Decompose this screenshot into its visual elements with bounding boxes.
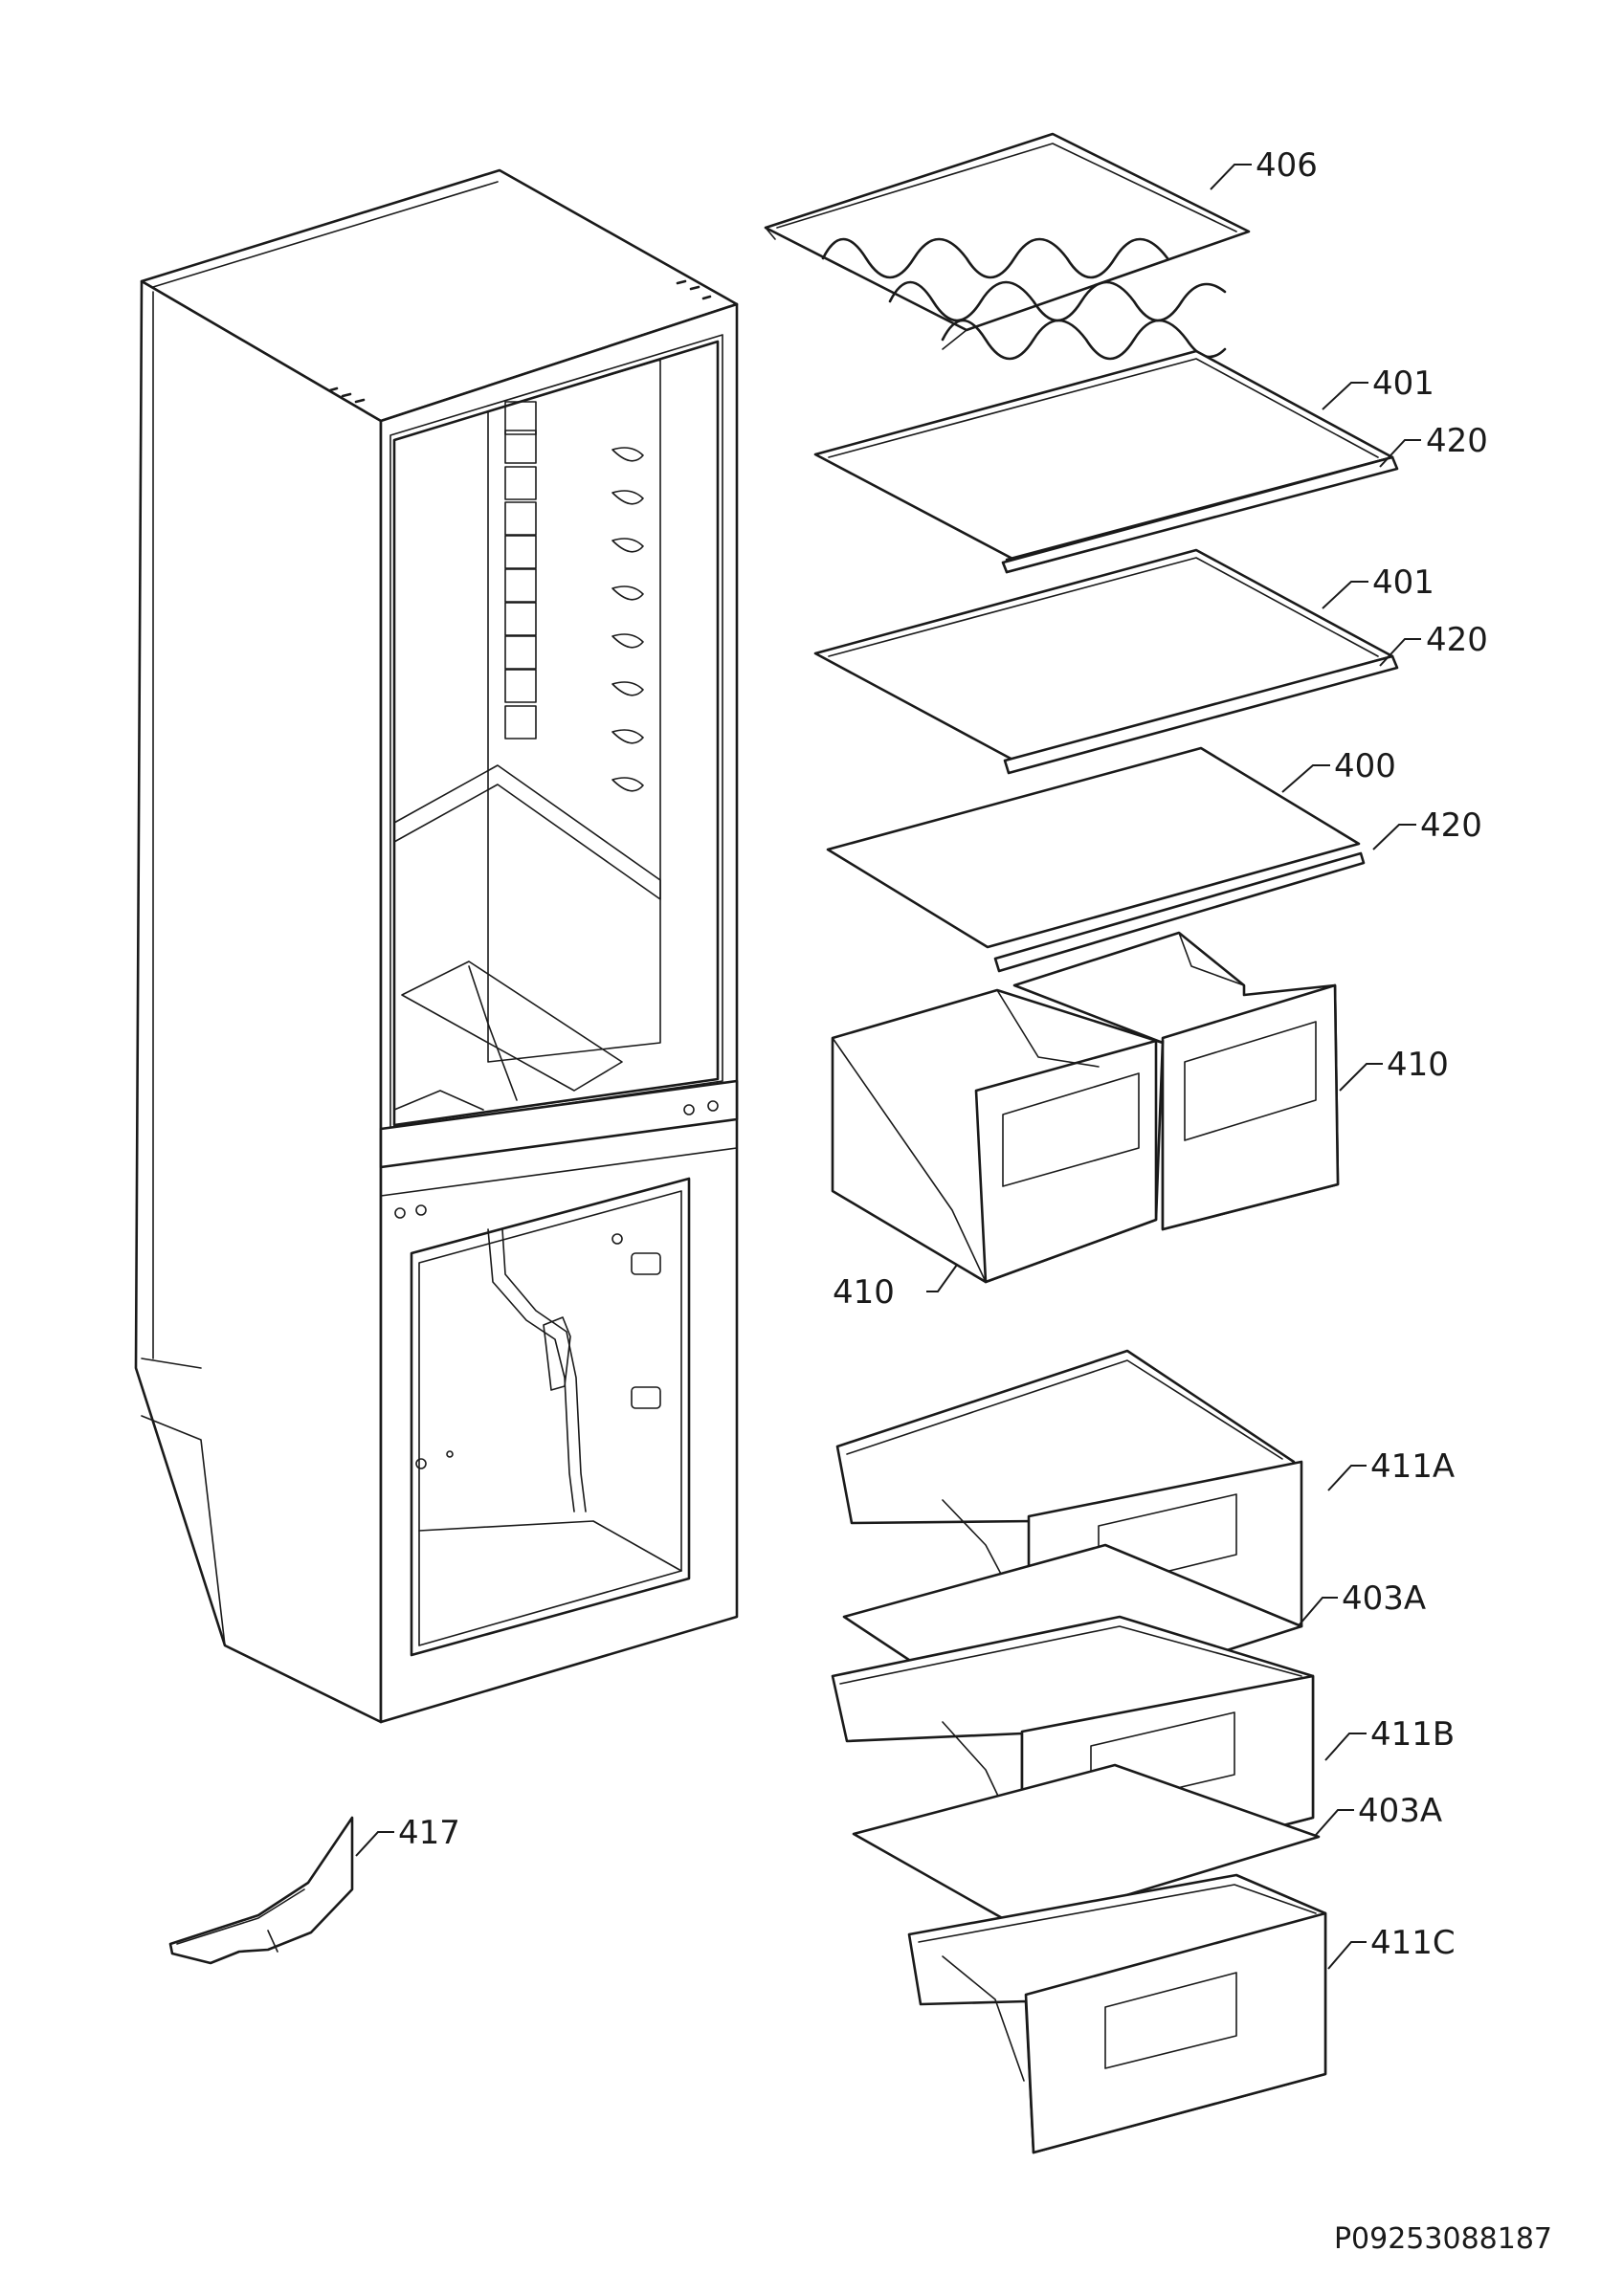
ice-scraper-417 xyxy=(168,1816,354,1965)
label-403A-upper: 403A xyxy=(1342,1579,1426,1618)
label-420-upper: 420 xyxy=(1426,422,1488,460)
shelf-supports xyxy=(504,401,537,740)
crisper-410-left xyxy=(831,988,1165,1284)
label-401-lower: 401 xyxy=(1372,563,1434,602)
label-411A: 411A xyxy=(1370,1447,1455,1486)
label-420-bottom: 420 xyxy=(1420,806,1482,845)
wall-clips xyxy=(611,447,644,792)
divider-plate-403A-lower xyxy=(852,1763,1321,1930)
label-417: 417 xyxy=(398,1814,460,1852)
label-400: 400 xyxy=(1334,747,1396,785)
shelf-trim-420-bottom xyxy=(993,851,1366,973)
label-411B: 411B xyxy=(1370,1715,1455,1754)
label-403A-lower: 403A xyxy=(1358,1792,1442,1830)
label-411C: 411C xyxy=(1370,1924,1456,1962)
label-410-right: 410 xyxy=(1387,1046,1449,1084)
shelf-trim-420-lower xyxy=(1003,654,1399,775)
glass-shelf-401-lower xyxy=(813,548,1394,762)
label-420-lower: 420 xyxy=(1426,621,1488,659)
shelf-trim-420-upper xyxy=(1001,455,1399,574)
label-401-upper: 401 xyxy=(1372,364,1434,403)
label-410-left: 410 xyxy=(833,1273,895,1312)
label-406: 406 xyxy=(1256,146,1318,185)
document-number: P09253088187 xyxy=(1334,2222,1552,2256)
control-marks xyxy=(328,279,712,404)
glass-shelf-400 xyxy=(826,746,1361,949)
callout-labels: 406 401 420 401 420 400 420 410 410 411A… xyxy=(398,146,1488,1962)
wine-rack-406 xyxy=(764,132,1251,361)
drawer-411C xyxy=(907,1873,1327,2154)
fridge-cabinet xyxy=(134,168,739,1724)
leader-lines xyxy=(355,164,1421,1970)
crisper-410-right xyxy=(1012,931,1340,1231)
